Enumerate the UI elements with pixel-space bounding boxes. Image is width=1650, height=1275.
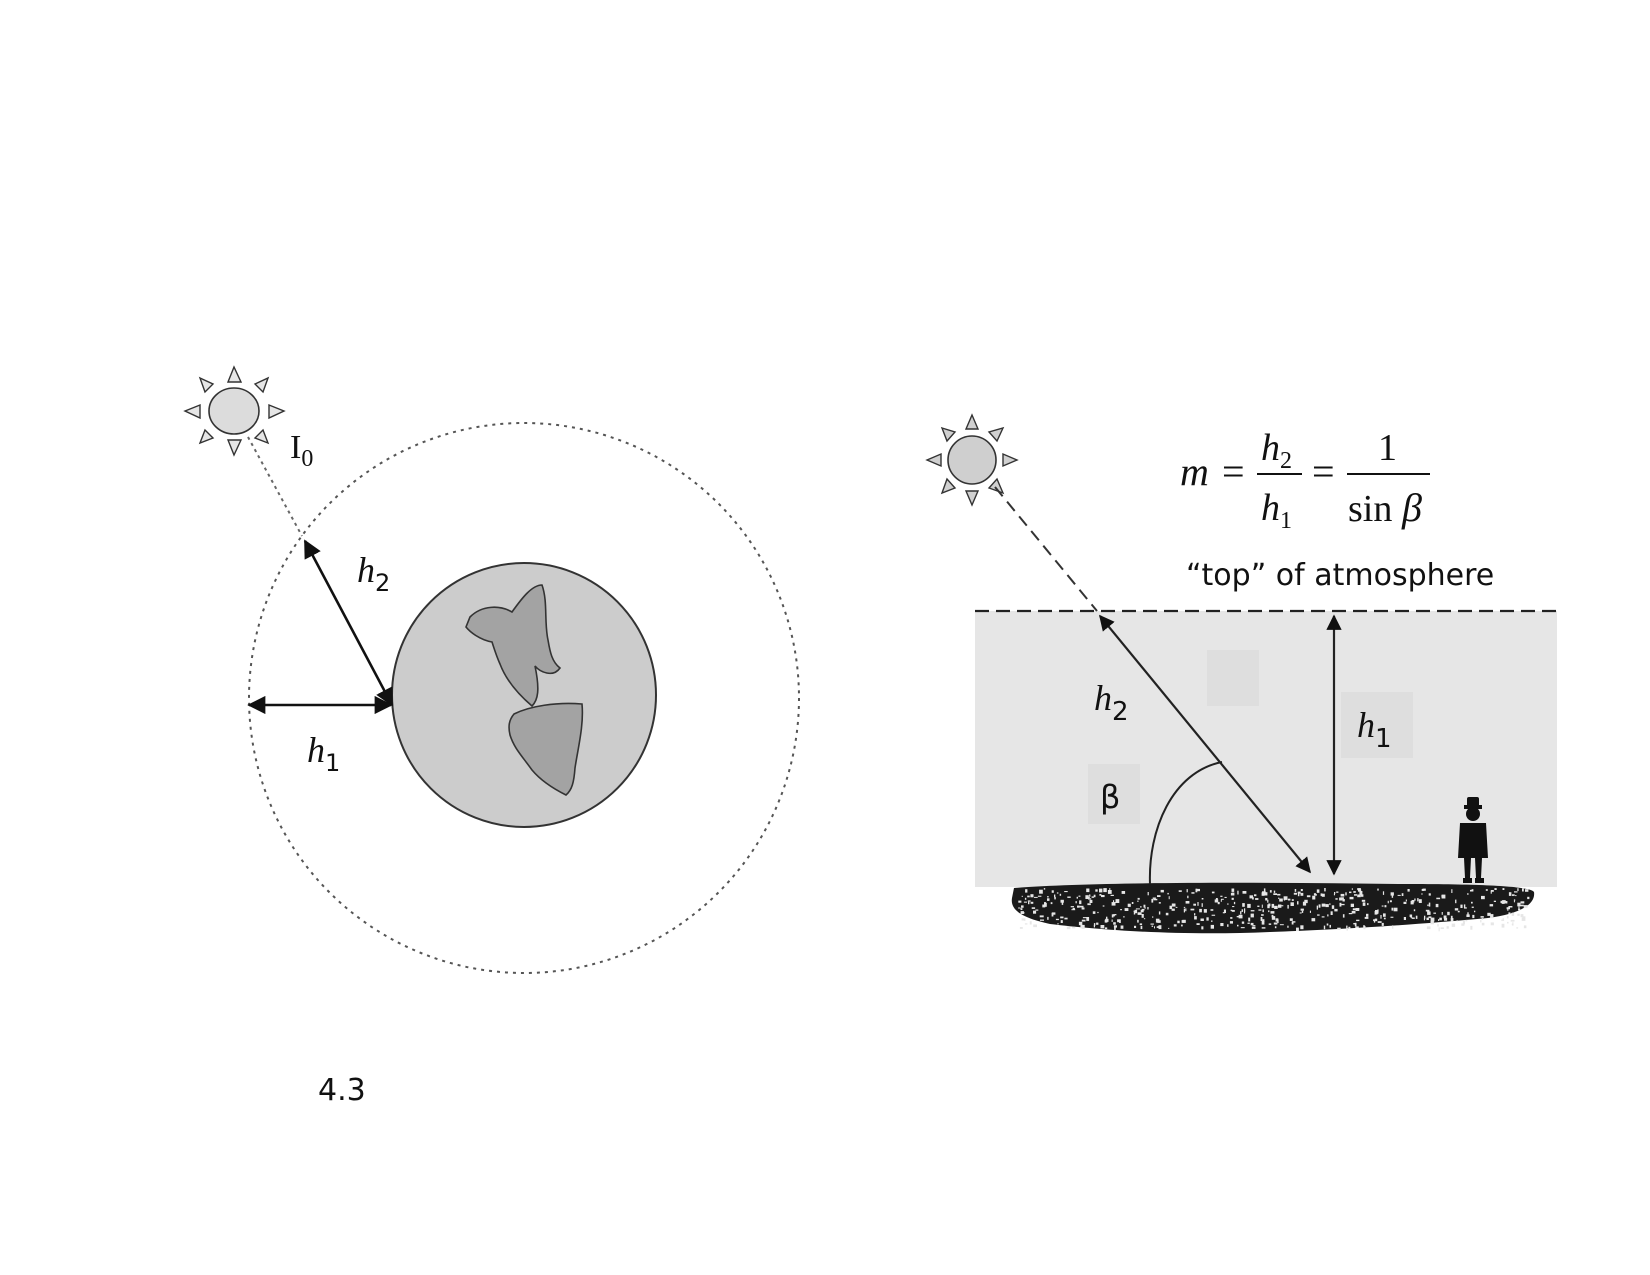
ground-surface <box>1011 882 1535 934</box>
h1-label: h1 <box>307 730 340 777</box>
h2-slant-arrow <box>1099 614 1311 874</box>
label-patch <box>1341 692 1413 758</box>
sun-ray-dotted <box>247 436 303 537</box>
continent-north <box>465 584 562 708</box>
atmosphere-boundary <box>248 422 800 974</box>
top-of-atmosphere-label: “top” of atmosphere <box>1186 558 1494 593</box>
right-diagram: “top” of atmosphere h2 h1 β <box>925 413 1557 934</box>
h1-label: h1 <box>1357 705 1392 754</box>
svg-text:sin: sin <box>1348 488 1392 530</box>
svg-text:h2: h2 <box>1261 427 1292 474</box>
svg-text:h1: h1 <box>1261 487 1292 534</box>
figure-number: 4.3 <box>318 1073 366 1108</box>
svg-text:=: = <box>1222 449 1245 494</box>
beta-label: β <box>1100 778 1120 816</box>
intensity-label: I0 <box>290 429 313 472</box>
label-patch <box>1207 650 1259 706</box>
continent-south <box>508 702 584 796</box>
svg-text:=: = <box>1312 449 1335 494</box>
svg-text:m: m <box>1180 449 1209 494</box>
air-mass-formula: m = h2 h1 = 1 sin β <box>1180 427 1430 534</box>
sun-icon <box>183 365 286 457</box>
sun-icon <box>925 413 1019 507</box>
h2-arrow <box>303 539 394 707</box>
person-icon <box>1458 797 1488 883</box>
sun-ray-dashed <box>994 486 1098 612</box>
left-diagram: I0 h2 h1 <box>183 365 800 974</box>
svg-text:1: 1 <box>1378 427 1397 469</box>
svg-text:β: β <box>1401 485 1422 530</box>
beta-angle-arc <box>1148 761 1223 885</box>
h2-label: h2 <box>357 550 390 597</box>
h2-label: h2 <box>1094 678 1129 727</box>
